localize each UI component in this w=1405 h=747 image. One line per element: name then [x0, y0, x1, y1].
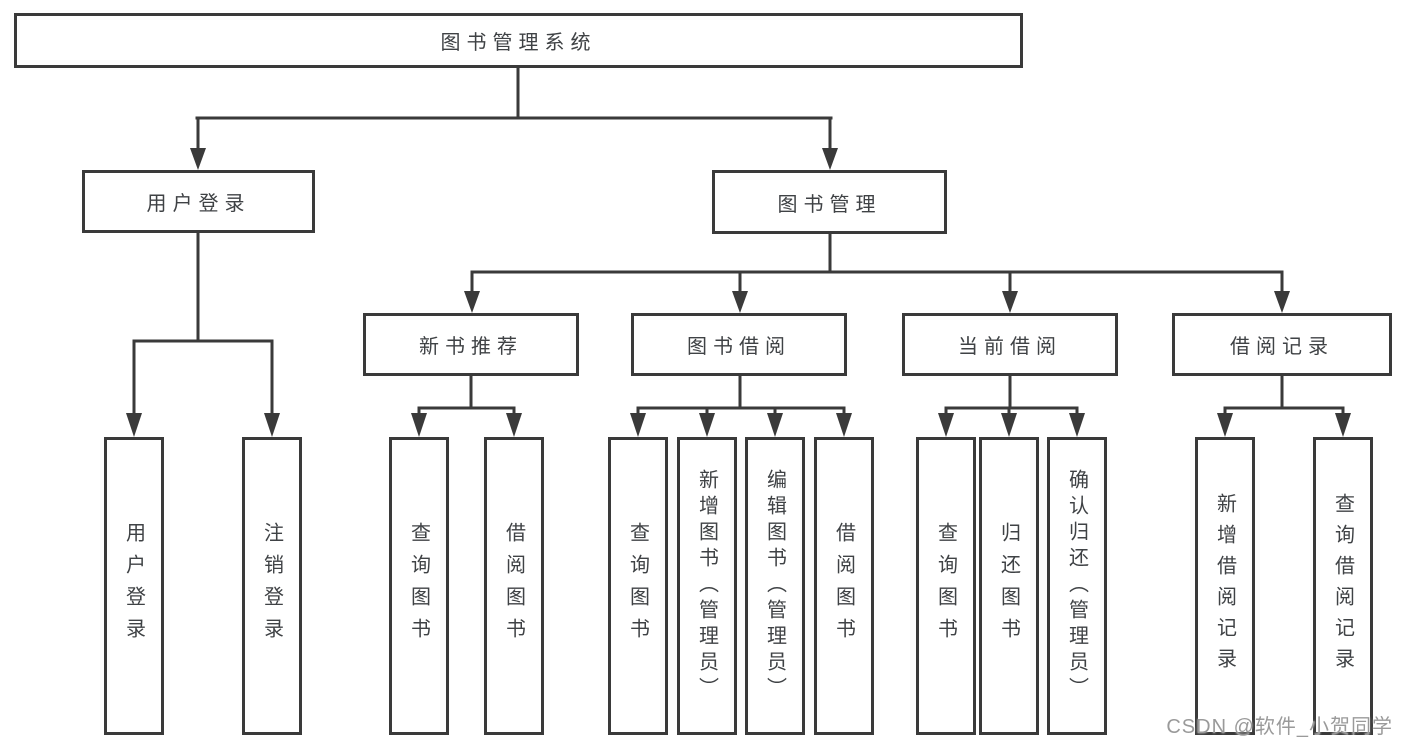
node-current-borrowing: 当前借阅 — [902, 313, 1118, 376]
node-label: 图书管理系统 — [440, 32, 597, 54]
connector-lines — [132, 66, 1345, 416]
leaf-user-login: 用户登录 — [104, 437, 164, 735]
leaf-query-books: 查询图书 — [608, 437, 668, 735]
node-label: 用户登录 — [146, 193, 251, 215]
watermark: CSDN @软件_小贺同学 — [1166, 716, 1393, 738]
node-label: 查询图书 — [626, 522, 649, 650]
leaf-add-books-admin: 新增图书（管理员） — [677, 437, 737, 735]
node-label: 借阅图书 — [502, 522, 525, 650]
node-label: 借阅记录 — [1230, 336, 1334, 358]
node-book-borrowing: 图书借阅 — [631, 313, 847, 376]
node-label: 新增图书（管理员） — [695, 469, 718, 703]
node-book-management: 图书管理 — [712, 170, 947, 234]
leaf-return-books: 归还图书 — [979, 437, 1039, 735]
leaf-query-books: 查询图书 — [389, 437, 449, 735]
node-label: 借阅图书 — [832, 522, 855, 650]
leaf-logout: 注销登录 — [242, 437, 302, 735]
leaf-borrow-books: 借阅图书 — [814, 437, 874, 735]
node-label: 注销登录 — [260, 522, 283, 650]
node-label: 图书借阅 — [687, 336, 791, 358]
node-borrowing-records: 借阅记录 — [1172, 313, 1392, 376]
node-label: 查询图书 — [407, 522, 430, 650]
leaf-edit-books-admin: 编辑图书（管理员） — [745, 437, 805, 735]
node-label: 图书管理 — [777, 193, 882, 216]
leaf-query-books: 查询图书 — [916, 437, 976, 735]
node-library-management-system: 图书管理系统 — [14, 13, 1023, 68]
leaf-borrow-books: 借阅图书 — [484, 437, 544, 735]
node-user-login: 用户登录 — [82, 170, 315, 233]
arrowheads — [126, 148, 1351, 437]
node-new-book-recommend: 新书推荐 — [363, 313, 579, 376]
node-label: 用户登录 — [122, 522, 145, 650]
leaf-query-borrow-record: 查询借阅记录 — [1313, 437, 1373, 735]
node-label: 查询借阅记录 — [1331, 493, 1354, 679]
node-label: 新书推荐 — [419, 336, 523, 358]
node-label: 归还图书 — [997, 522, 1020, 650]
node-label: 确认归还（管理员） — [1065, 469, 1088, 703]
node-label: 当前借阅 — [958, 336, 1062, 358]
node-label: 新增借阅记录 — [1213, 493, 1236, 679]
leaf-add-borrow-record: 新增借阅记录 — [1195, 437, 1255, 735]
leaf-confirm-return-admin: 确认归还（管理员） — [1047, 437, 1107, 735]
node-label: 查询图书 — [934, 522, 957, 650]
node-label: 编辑图书（管理员） — [763, 469, 786, 703]
